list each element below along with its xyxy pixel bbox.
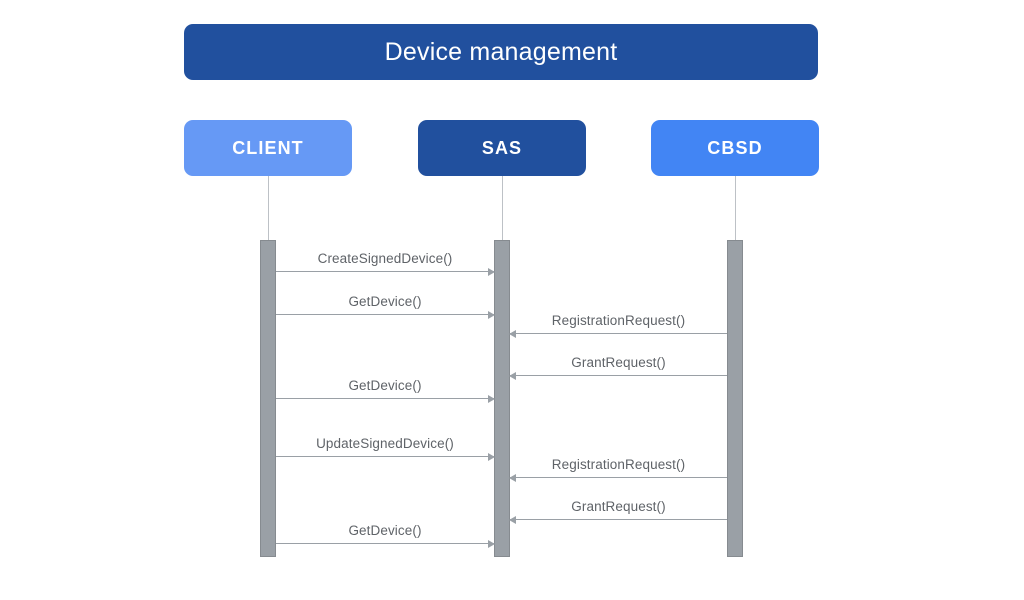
arrowhead-icon xyxy=(488,394,495,403)
arrowhead-icon xyxy=(488,452,495,461)
message-line xyxy=(276,543,494,544)
message-7-registrationrequest: RegistrationRequest() xyxy=(509,457,727,482)
message-4-grantrequest: GrantRequest() xyxy=(509,355,727,380)
lifeline-client xyxy=(268,176,269,242)
message-line xyxy=(510,333,727,334)
activation-bar-cbsd xyxy=(727,240,743,557)
page-title: Device management xyxy=(384,37,618,66)
message-label: RegistrationRequest() xyxy=(551,457,686,472)
message-9-getdevice: GetDevice() xyxy=(276,523,495,548)
message-8-grantrequest: GrantRequest() xyxy=(509,499,727,524)
message-label: CreateSignedDevice() xyxy=(317,251,453,266)
message-label: GetDevice() xyxy=(348,378,422,393)
message-line xyxy=(510,477,727,478)
arrowhead-icon xyxy=(488,267,495,276)
participant-cbsd[interactable]: CBSD xyxy=(651,120,819,176)
message-label: GetDevice() xyxy=(348,294,422,309)
message-line xyxy=(276,271,494,272)
message-2-getdevice: GetDevice() xyxy=(276,294,495,319)
message-line xyxy=(276,314,494,315)
message-label: UpdateSignedDevice() xyxy=(316,436,454,451)
arrowhead-icon xyxy=(509,473,516,482)
arrowhead-icon xyxy=(509,329,516,338)
message-label: GetDevice() xyxy=(348,523,422,538)
message-1-createsigneddevice: CreateSignedDevice() xyxy=(276,251,495,276)
arrowhead-icon xyxy=(509,371,516,380)
diagram-title-banner: Device management xyxy=(184,24,818,80)
participant-client[interactable]: CLIENT xyxy=(184,120,352,176)
message-label: GrantRequest() xyxy=(571,355,666,370)
activation-bar-sas xyxy=(494,240,510,557)
arrowhead-icon xyxy=(488,310,495,319)
participant-client-label: CLIENT xyxy=(232,137,304,158)
message-line xyxy=(276,456,494,457)
message-6-updatesigneddevice: UpdateSignedDevice() xyxy=(276,436,495,461)
message-line xyxy=(510,519,727,520)
participant-sas[interactable]: SAS xyxy=(418,120,586,176)
lifeline-cbsd xyxy=(735,176,736,242)
participant-sas-label: SAS xyxy=(481,137,523,158)
lifeline-sas xyxy=(502,176,503,242)
message-label: GrantRequest() xyxy=(571,499,666,514)
message-line xyxy=(510,375,727,376)
activation-bar-client xyxy=(260,240,276,557)
participant-cbsd-label: CBSD xyxy=(707,137,763,158)
arrowhead-icon xyxy=(488,539,495,548)
message-3-registrationrequest: RegistrationRequest() xyxy=(509,313,727,338)
message-5-getdevice: GetDevice() xyxy=(276,378,495,403)
message-label: RegistrationRequest() xyxy=(551,313,686,328)
arrowhead-icon xyxy=(509,515,516,524)
message-line xyxy=(276,398,494,399)
